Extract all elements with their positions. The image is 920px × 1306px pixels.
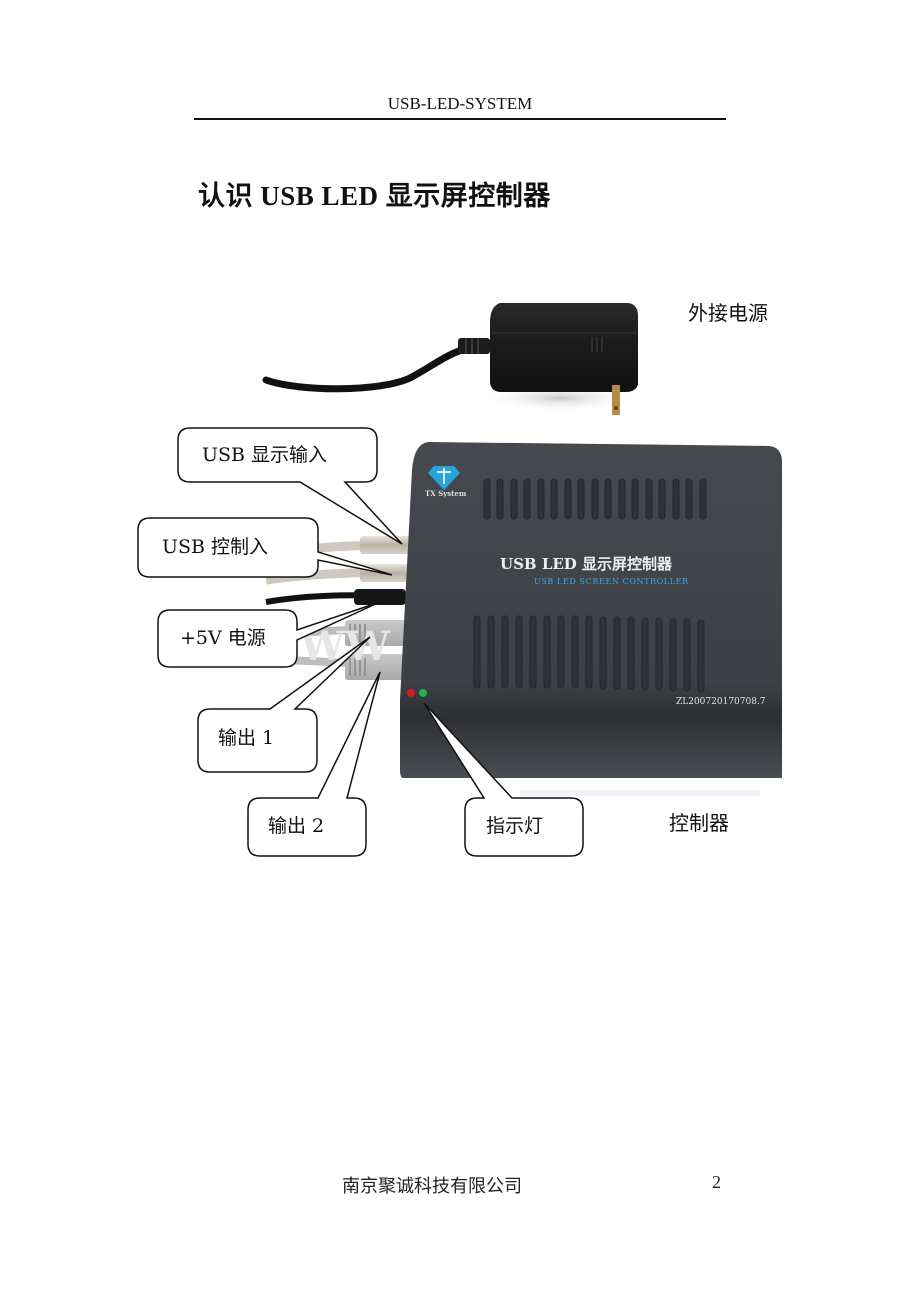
tx-logo-icon [428, 466, 460, 490]
vent-row-bottom [473, 615, 705, 693]
vent-row-top [483, 478, 707, 520]
callout-output-1: 输出 1 [197, 636, 371, 773]
callout-indicator-light: 指示灯 [423, 702, 584, 857]
led-red-icon [407, 689, 415, 697]
device-silk-title: USB LED 显示屏控制器 [500, 555, 673, 573]
callout-power-5v: +5V 电源 [157, 601, 381, 668]
page-title: 认识 USB LED 显示屏控制器 [198, 174, 551, 213]
controller-image: TX System USB LED 显示屏控制器 USB LED SCREEN … [400, 442, 782, 796]
title-cn-suffix: 显示屏控制器 [385, 181, 551, 212]
controller-label: 控制器 [669, 811, 729, 835]
header-rule [194, 118, 726, 120]
title-latin: USB LED [253, 181, 386, 211]
callout-text: 指示灯 [486, 815, 543, 837]
callout-usb-control-input: USB 控制入 [137, 517, 393, 578]
callout-text: 输出 2 [268, 815, 324, 837]
callout-text: USB 控制入 [162, 536, 268, 558]
callout-text: +5V 电源 [180, 627, 266, 649]
led-green-icon [419, 689, 427, 697]
power-adapter-image [262, 303, 640, 415]
callout-text: USB 显示输入 [202, 444, 327, 466]
running-header: USB-LED-SYSTEM [387, 94, 533, 113]
callout-usb-display-input: USB 显示输入 [177, 427, 403, 545]
device-silk-subtitle: USB LED SCREEN CONTROLLER [534, 577, 689, 586]
callout-output-2: 输出 2 [247, 671, 381, 857]
device-serial: ZL200720170708.7 [676, 697, 766, 707]
callout-text: 输出 1 [218, 727, 274, 749]
footer-company: 南京聚诚科技有限公司 [342, 1176, 522, 1197]
title-cn-prefix: 认识 [198, 181, 253, 212]
page-number: 2 [712, 1172, 721, 1192]
power-adapter-label: 外接电源 [688, 301, 768, 325]
brand-name: TX System [425, 489, 467, 498]
